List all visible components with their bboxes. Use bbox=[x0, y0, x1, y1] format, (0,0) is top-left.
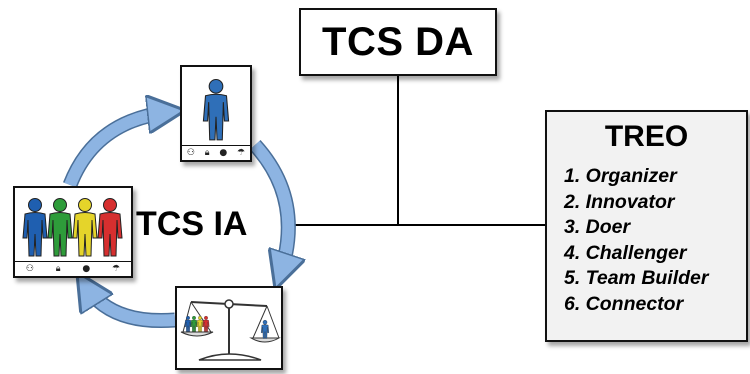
single-person-figure bbox=[202, 79, 230, 141]
person-card: ⚇ 🔒︎ ● ☂ bbox=[180, 65, 252, 162]
people-icon: ⚇ bbox=[186, 148, 195, 158]
umbrella-icon: ☂ bbox=[237, 148, 246, 158]
tcs-da-label: TCS DA bbox=[322, 19, 474, 64]
tcs-ia-label: TCS IA bbox=[136, 205, 248, 243]
card-icon-strip: ⚇ 🔒︎ ● ☂ bbox=[182, 145, 250, 160]
treo-role-item: 1. Organizer bbox=[564, 165, 677, 187]
team-person-figure bbox=[22, 198, 48, 257]
team-person-figure bbox=[47, 198, 73, 257]
scale-team-figure bbox=[184, 316, 192, 332]
lock-icon: 🔒︎ bbox=[204, 148, 210, 158]
card-icon-strip: ⚇ 🔒︎ ● ☂ bbox=[15, 261, 131, 276]
treo-role-item: 3. Doer bbox=[564, 216, 631, 239]
treo-role-list: 1. Organizer 2. Innovator 3. Doer 4. Cha… bbox=[564, 164, 709, 318]
people-icon: ⚇ bbox=[25, 264, 34, 274]
cycle-arrow-scale-to-team-fill bbox=[85, 285, 176, 327]
head-gear-icon: ● bbox=[219, 148, 228, 158]
team-person-figure bbox=[97, 198, 123, 257]
head-gear-icon: ● bbox=[82, 264, 91, 274]
scale-person-figure bbox=[260, 320, 270, 339]
treo-title: TREO bbox=[604, 120, 689, 153]
person-figure-icon bbox=[202, 79, 230, 141]
team-figures-icon bbox=[22, 198, 123, 257]
treo-role-item: 2. Innovator bbox=[564, 190, 675, 213]
scale-team-figure bbox=[196, 316, 204, 332]
balance-scale-icon bbox=[180, 299, 281, 361]
treo-role-item: 5. Team Builder bbox=[564, 267, 709, 290]
cycle-arrow-team-to-person-fill bbox=[64, 112, 170, 188]
cycle-arrow-person-to-scale-fill bbox=[250, 140, 288, 275]
scale-team-figure bbox=[202, 316, 210, 332]
team-person-figure bbox=[72, 198, 98, 257]
scale-team-figure bbox=[190, 316, 198, 332]
team-card: ⚇ 🔒︎ ● ☂ bbox=[13, 186, 133, 278]
tcs-da-box: TCS DA bbox=[299, 8, 497, 76]
umbrella-icon: ☂ bbox=[112, 264, 121, 274]
treo-box: TREO 1. Organizer 2. Innovator 3. Doer 4… bbox=[545, 110, 748, 342]
scale-card bbox=[175, 286, 283, 370]
treo-role-item: 6. Connector bbox=[564, 292, 684, 315]
treo-role-item: 4. Challenger bbox=[564, 241, 687, 264]
lock-icon: 🔒︎ bbox=[55, 264, 61, 274]
